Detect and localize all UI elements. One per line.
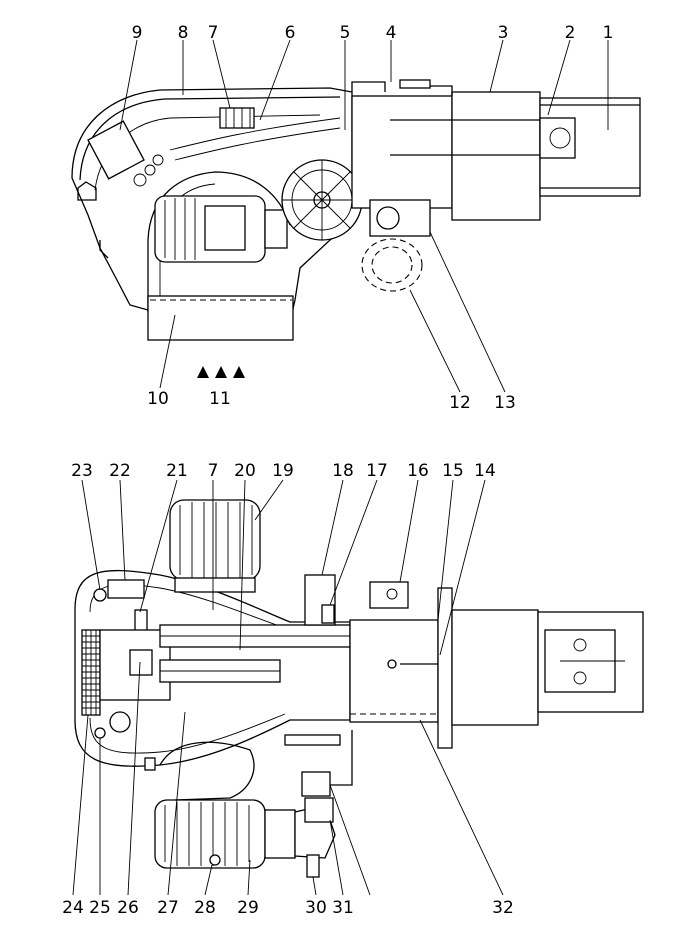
bottom-view-drawing (74, 499, 644, 878)
callout-4: 4 (386, 23, 397, 43)
callout-29: 29 (237, 898, 259, 918)
callout-10: 10 (147, 389, 169, 409)
callout-26: 26 (117, 898, 139, 918)
callout-13: 13 (494, 393, 516, 413)
callout-9: 9 (132, 23, 143, 43)
callout-7b: 7 (208, 461, 219, 481)
callout-8: 8 (178, 23, 189, 43)
bottom-leader-lines (72, 479, 504, 896)
callout-16: 16 (407, 461, 429, 481)
callout-32: 32 (492, 898, 514, 918)
callout-2: 2 (565, 23, 576, 43)
bottom-callouts: 14 15 16 17 18 19 20 21 22 23 7 24 25 26… (62, 461, 514, 918)
callout-7: 7 (208, 23, 219, 43)
callout-17: 17 (366, 461, 388, 481)
callout-31: 31 (332, 898, 354, 918)
callout-20: 20 (234, 461, 256, 481)
callout-22: 22 (109, 461, 131, 481)
callout-15: 15 (442, 461, 464, 481)
callout-27: 27 (157, 898, 179, 918)
callout-14: 14 (474, 461, 496, 481)
callout-19: 19 (272, 461, 294, 481)
top-view-drawing (71, 79, 641, 378)
callout-21: 21 (166, 461, 188, 481)
callout-11: 11 (209, 389, 231, 409)
callout-12: 12 (449, 393, 471, 413)
callout-5: 5 (340, 23, 351, 43)
callout-30: 30 (305, 898, 327, 918)
top-leader-lines (119, 39, 609, 393)
callout-1: 1 (603, 23, 614, 43)
callout-25: 25 (89, 898, 111, 918)
callout-23: 23 (71, 461, 93, 481)
top-callouts: 1 2 3 4 5 6 7 8 9 10 11 12 13 (132, 23, 614, 413)
callout-24: 24 (62, 898, 84, 918)
callout-28: 28 (194, 898, 216, 918)
callout-6: 6 (285, 23, 296, 43)
callout-18: 18 (332, 461, 354, 481)
callout-3: 3 (498, 23, 509, 43)
